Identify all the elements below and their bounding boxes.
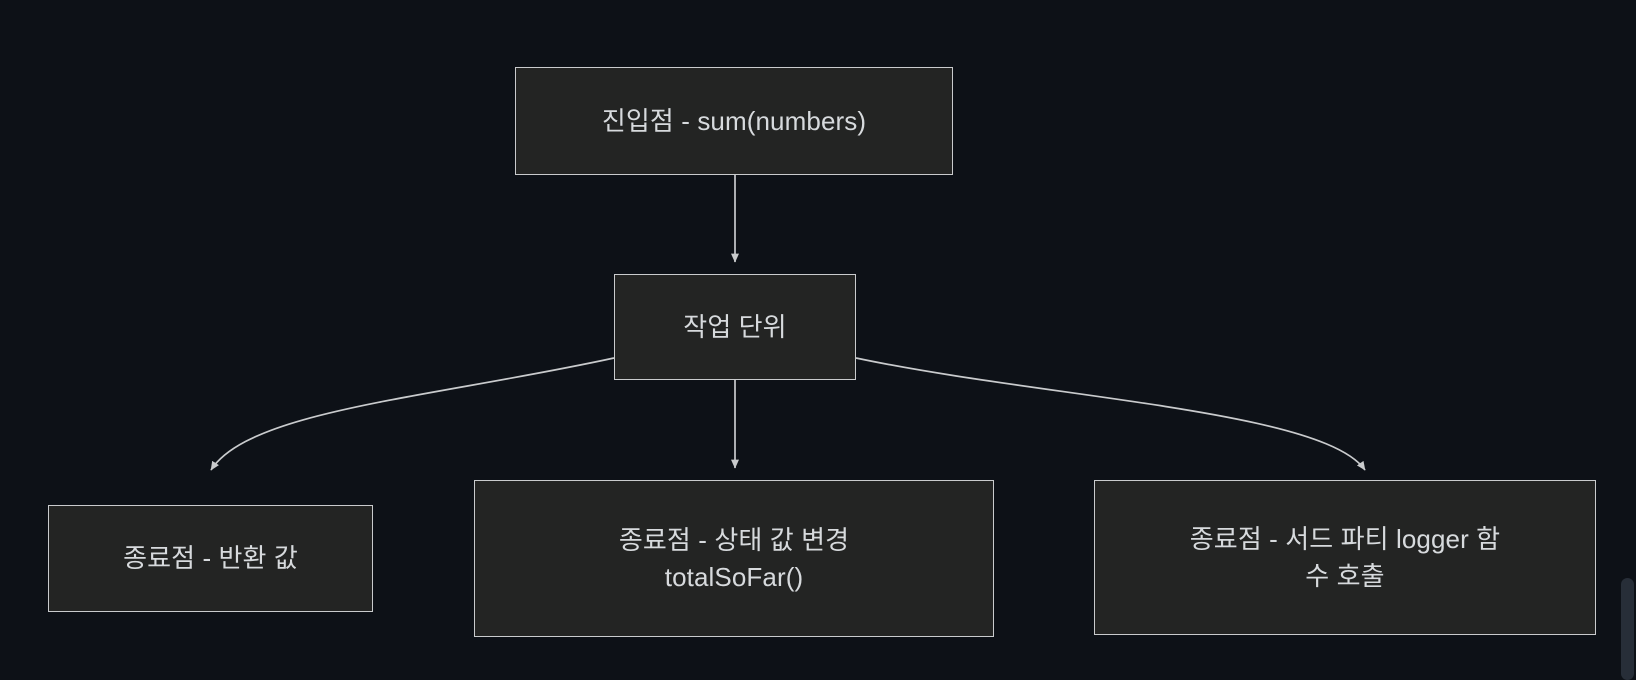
node-exit-return-value-label: 종료점 - 반환 값 [123, 543, 298, 574]
node-exit-state-change-label: 종료점 - 상태 값 변경 totalSoFar() [618, 524, 850, 592]
node-unit-of-work[interactable]: 작업 단위 [614, 274, 856, 380]
edge-unit-to-exit-logger [855, 357, 1366, 471]
node-entry-point-label: 진입점 - sum(numbers) [601, 105, 867, 136]
node-entry-point[interactable]: 진입점 - sum(numbers) [515, 67, 953, 175]
node-exit-third-party-logger-label: 종료점 - 서드 파티 logger 함 수 호출 [1189, 523, 1501, 591]
node-exit-return-value[interactable]: 종료점 - 반환 값 [48, 505, 373, 612]
node-unit-of-work-label: 작업 단위 [683, 311, 787, 342]
node-exit-third-party-logger[interactable]: 종료점 - 서드 파티 logger 함 수 호출 [1094, 480, 1596, 635]
vertical-scrollbar-thumb[interactable] [1621, 578, 1634, 680]
edge-unit-to-exit-return [210, 357, 615, 471]
node-exit-state-change[interactable]: 종료점 - 상태 값 변경 totalSoFar() [474, 480, 994, 637]
